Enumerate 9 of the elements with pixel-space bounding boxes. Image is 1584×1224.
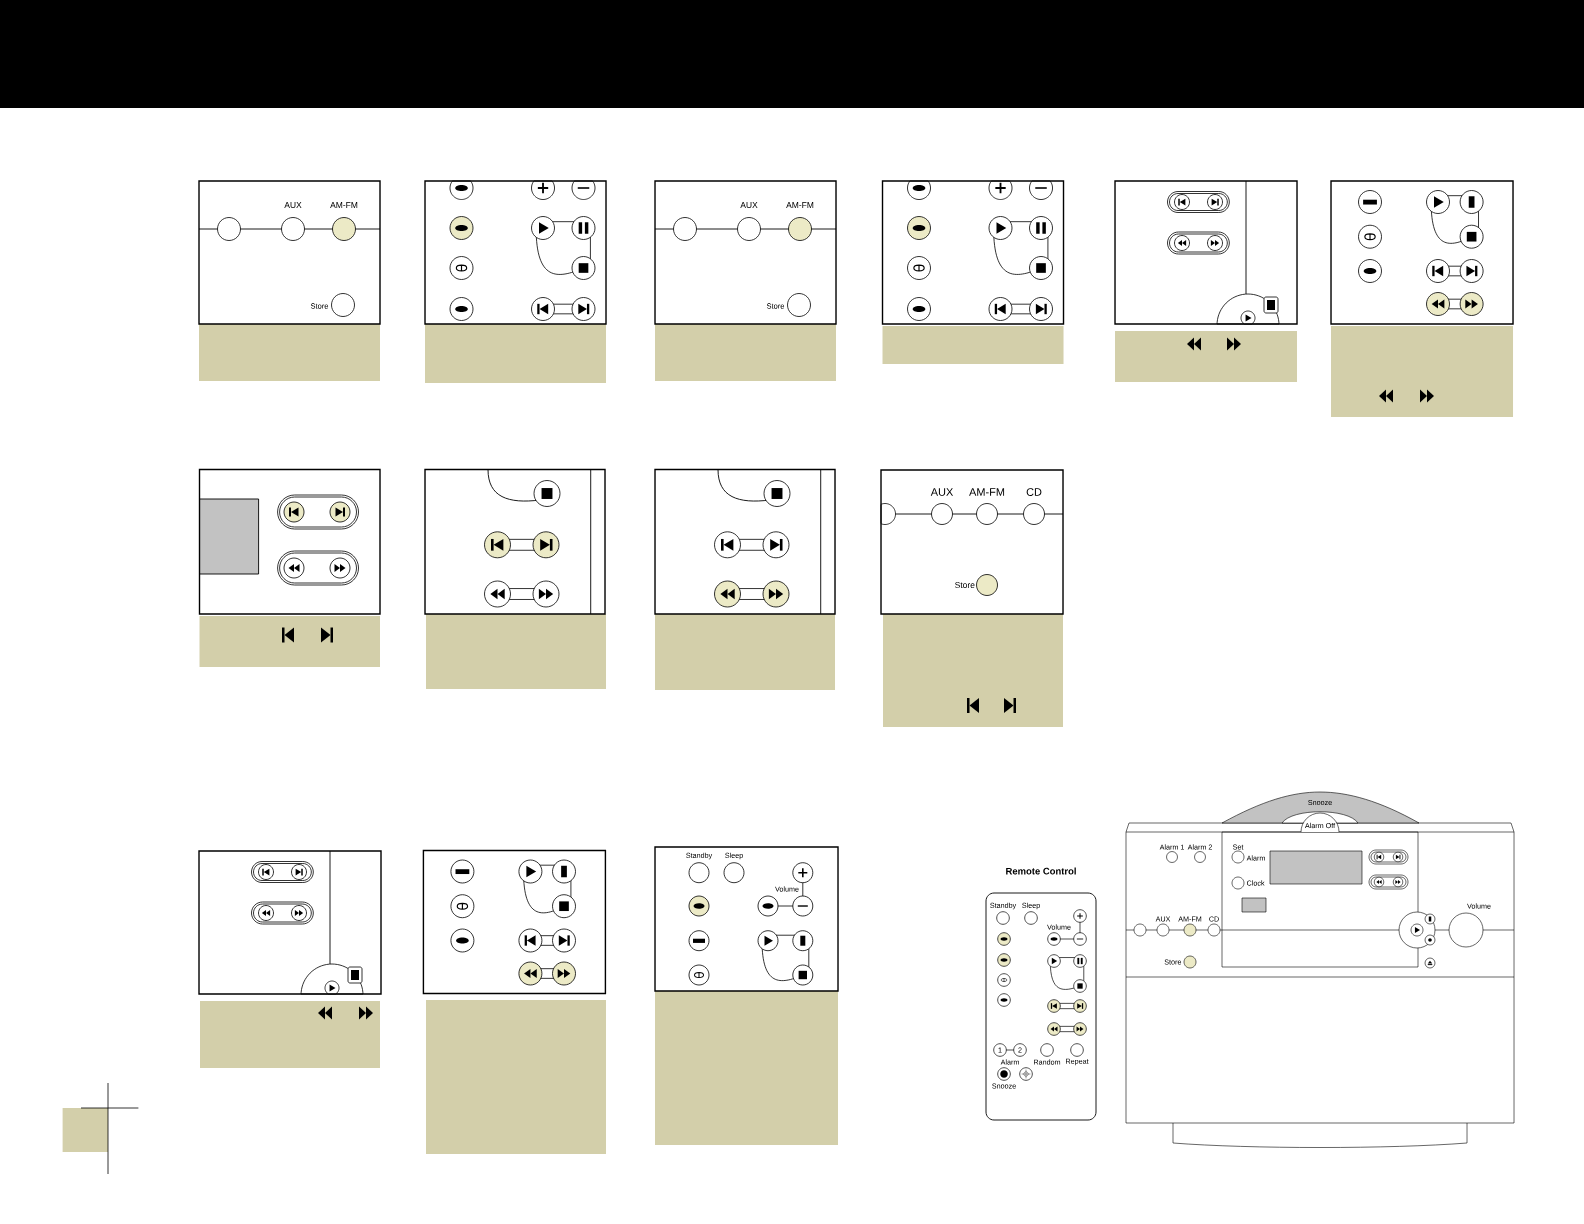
button-label: AUX [284, 202, 302, 208]
button-label: AUX [740, 202, 758, 208]
button-label: AUX [930, 488, 954, 496]
button-label: Store [955, 582, 975, 588]
drawing-title: Remote Control [1006, 867, 1076, 875]
button-label: AM-FM [786, 202, 814, 208]
button-label: AM-FM [330, 202, 358, 208]
button-label: CD [1026, 488, 1042, 496]
button-label: AM-FM [969, 488, 1005, 496]
